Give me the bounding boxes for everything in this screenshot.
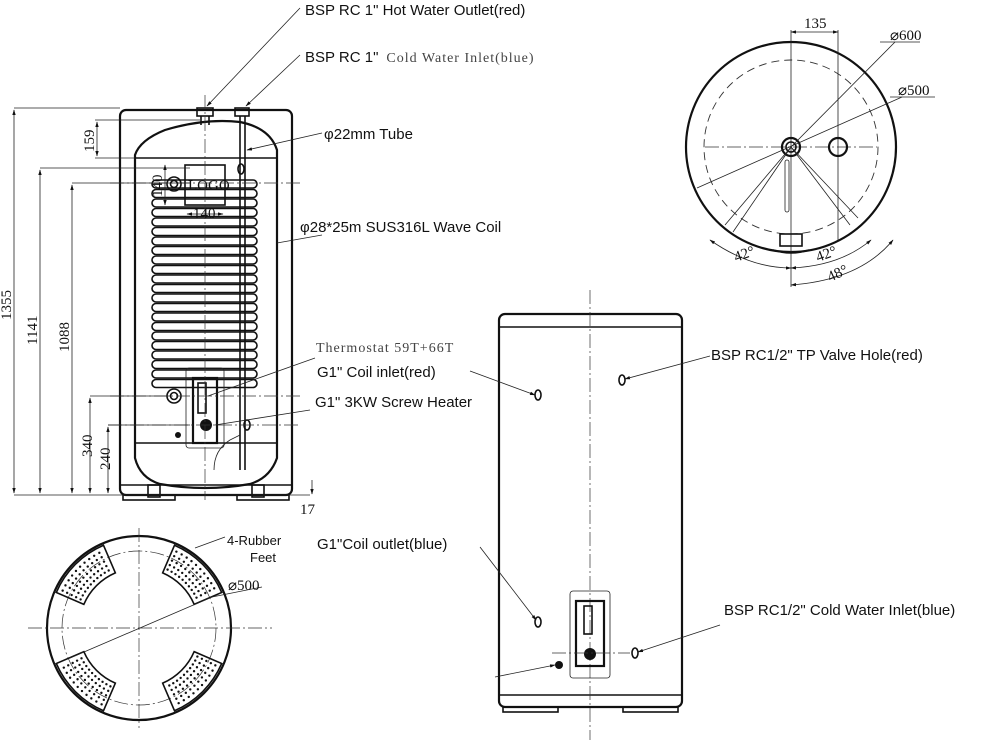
coil-loop [151, 245, 258, 256]
coil-outlet-hole [534, 616, 542, 628]
dim-135: 135 [804, 16, 827, 32]
front-section-view: LOGO [0, 7, 323, 518]
callout-wave-coil: φ28*25m SUS316L Wave Coil [300, 219, 501, 236]
bottom-view [28, 528, 272, 728]
top-view [684, 30, 935, 287]
coil-loop [151, 207, 258, 218]
dim-1141: 1141 [25, 316, 41, 345]
callout-rubber-feet-1: 4-Rubber [227, 533, 282, 548]
rubber-foot [161, 650, 223, 712]
coil-loop [151, 321, 258, 332]
cold-inlet-fitting [234, 107, 250, 117]
dim-17: 17 [300, 502, 316, 518]
inner-tank [133, 119, 279, 490]
side-exterior-view [469, 290, 721, 740]
coil-loop [151, 179, 258, 189]
coil-loop [151, 350, 258, 360]
dim-340: 340 [80, 435, 96, 458]
coil-loop [151, 302, 258, 313]
dim-dia-600: ⌀600 [890, 28, 922, 44]
dim-159: 159 [82, 130, 98, 153]
callout-rubber-feet-2: Feet [250, 550, 276, 565]
heater-plate-exterior [569, 590, 611, 679]
dim-angle-48: 48° [825, 262, 851, 285]
coil-loop [151, 264, 258, 275]
rubber-foot [161, 544, 223, 606]
thermostat-exterior [574, 599, 606, 668]
coil-loop [151, 340, 258, 351]
rubber-foot [55, 544, 117, 606]
rubber-foot [55, 650, 117, 712]
tp-valve-hole [618, 374, 626, 386]
dim-dia-500-top: ⌀500 [898, 83, 930, 99]
coil-loop [151, 198, 258, 208]
coil-loop [151, 293, 258, 303]
dim-angle-42-right: 42° [814, 244, 839, 266]
dim-logo-height: 140 [150, 175, 166, 198]
coil-loop [151, 283, 258, 294]
callout-tp-valve-hole: BSP RC1/2" TP Valve Hole(red) [711, 347, 923, 364]
dim-dia-500-bottom: ⌀500 [228, 578, 260, 594]
coil-loop [151, 226, 258, 237]
dim-1088: 1088 [57, 322, 73, 352]
callout-tube: φ22mm Tube [324, 126, 413, 143]
callout-cold-water-inlet-half: BSP RC1/2" Cold Water Inlet(blue) [724, 602, 955, 619]
coil-loop [151, 359, 258, 370]
callout-cold-water-inlet: BSP RC 1" Cold Water Inlet(blue) [305, 49, 535, 66]
dim-240: 240 [98, 448, 114, 471]
wave-coil [151, 179, 258, 389]
coil-loop [151, 369, 258, 379]
dim-logo-width: 140 [193, 206, 216, 222]
cold-water-inlet-hole [631, 647, 639, 659]
coil-loop [151, 378, 258, 389]
rubber-feet [55, 544, 223, 712]
coil-inlet-hole [534, 389, 542, 401]
callout-hot-water-outlet: BSP RC 1" Hot Water Outlet(red) [305, 2, 525, 19]
coil-loop [151, 217, 258, 227]
callout-thermostat: Thermostat 59T+66T [316, 341, 454, 356]
callout-coil-inlet: G1" Coil inlet(red) [317, 364, 436, 381]
coil-loop [151, 255, 258, 265]
coil-loop [151, 188, 258, 199]
callout-coil-outlet: G1"Coil outlet(blue) [317, 536, 447, 553]
coil-loop [151, 236, 258, 246]
callout-screw-heater: G1" 3KW Screw Heater [315, 394, 472, 411]
dim-1355: 1355 [0, 290, 15, 320]
coil-loop [151, 331, 258, 341]
exterior-casing [497, 312, 684, 709]
coil-loop [151, 274, 258, 284]
coil-loop [151, 312, 258, 322]
dim-angle-42-left: 42° [732, 244, 757, 266]
